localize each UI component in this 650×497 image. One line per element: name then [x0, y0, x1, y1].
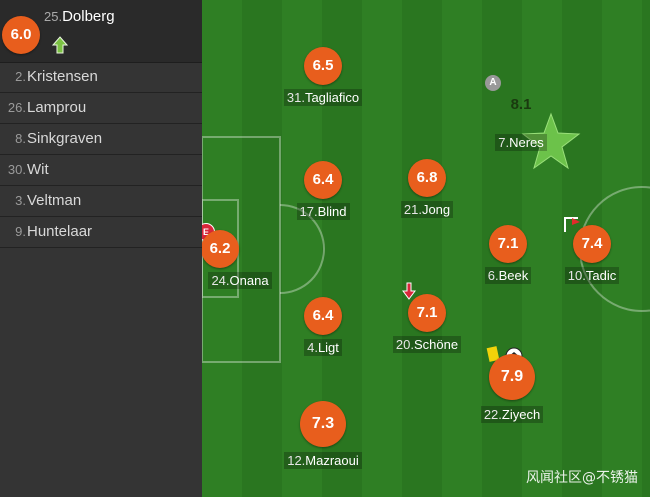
sub-player-name: 25.Dolberg	[44, 8, 115, 25]
shirt-number: 9.	[15, 224, 26, 239]
shirt-number: 4.	[307, 340, 318, 355]
sub-row[interactable]: 30.Wit	[0, 155, 202, 186]
shirt-number: 6.	[487, 268, 499, 283]
player-label: 20.Schöne	[367, 336, 487, 353]
shirt-number: 2.	[15, 69, 26, 84]
shirt-number: 21.	[403, 202, 422, 217]
player-name: Sinkgraven	[27, 130, 103, 147]
sub-in-arrow-icon	[52, 36, 68, 54]
player-name: Ziyech	[501, 407, 541, 422]
player-label: 21.Jong	[367, 201, 487, 218]
rating-badge: 7.4	[573, 225, 611, 263]
rating-badge: 7.3	[300, 401, 346, 447]
player-name: Jong	[421, 202, 451, 217]
rating-badge: 6.8	[408, 159, 446, 197]
shirt-number: 10.	[567, 268, 586, 283]
sub-row[interactable]: 2.Kristensen	[0, 62, 202, 93]
player-name: Schöne	[413, 337, 459, 352]
rating-value: 8.1	[510, 96, 532, 113]
shirt-number: 7.	[498, 135, 510, 150]
player-label: 6.Beek	[448, 267, 568, 284]
captain-badge: A	[485, 75, 501, 91]
player-label: 4.Ligt	[263, 339, 383, 356]
player-name: Mazraoui	[305, 453, 359, 468]
watermark-text: 风闻社区@不锈猫	[526, 470, 638, 486]
corner-flag-icon	[564, 217, 580, 232]
player-name: Beek	[498, 268, 529, 283]
sub-row[interactable]: 3.Veltman	[0, 186, 202, 217]
pitch: 6.5 31.Tagliafico 8.1 A 7.Neres 6.4 17.B…	[202, 0, 650, 497]
player-name: Onana	[229, 273, 269, 288]
featured-sub-row[interactable]: 6.0 25.Dolberg	[0, 0, 202, 63]
player-name: Wit	[27, 161, 49, 178]
shirt-number: 26.	[7, 100, 26, 115]
rating-badge: 7.1	[408, 294, 446, 332]
rating-badge: 6.4	[304, 297, 342, 335]
player-label: 12.Mazraoui	[263, 452, 383, 469]
player-name: Kristensen	[27, 68, 98, 85]
player-name: Neres	[509, 135, 544, 150]
player-label: 22.Ziyech	[452, 406, 572, 423]
player-name: Veltman	[27, 192, 82, 209]
player-name: Lamprou	[27, 99, 87, 116]
rating-badge: 6.2	[202, 230, 239, 268]
star-icon	[521, 112, 581, 170]
sub-row[interactable]: 26.Lamprou	[0, 93, 202, 124]
player-label: 10.Tadic	[532, 267, 650, 284]
player-label: 31.Tagliafico	[263, 89, 383, 106]
shirt-number: 31.	[286, 90, 305, 105]
shirt-number: 20.	[395, 337, 414, 352]
player-name: Tadic	[585, 268, 617, 283]
sub-out-arrow-icon	[402, 282, 416, 300]
rating-badge: 6.5	[304, 47, 342, 85]
shirt-number: 17.	[299, 204, 318, 219]
shirt-number: 12.	[287, 453, 306, 468]
rating-badge: 6.4	[304, 161, 342, 199]
player-label: 7.Neres	[461, 134, 581, 151]
shirt-number: 22.	[483, 407, 502, 422]
shirt-number: 3.	[15, 193, 26, 208]
player-name: Dolberg	[62, 8, 115, 25]
sub-row[interactable]: 8.Sinkgraven	[0, 124, 202, 155]
player-name: Ligt	[317, 340, 339, 355]
player-label: 24.Onana	[202, 272, 300, 289]
player-name: Tagliafico	[304, 90, 360, 105]
shirt-number: 8.	[15, 131, 26, 146]
sub-row[interactable]: 9.Huntelaar	[0, 217, 202, 248]
player-name: Huntelaar	[27, 223, 93, 240]
rating-badge: 7.9	[489, 354, 535, 400]
player-name: Blind	[317, 204, 347, 219]
rating-badge: 6.0	[2, 16, 40, 54]
rating-badge: 7.1	[489, 225, 527, 263]
shirt-number: 24.	[211, 273, 230, 288]
player-label: 17.Blind	[263, 203, 383, 220]
shirt-number: 25.	[44, 9, 63, 24]
bench-panel: 6.0 25.Dolberg 2.Kristensen 26.Lamprou 8…	[0, 0, 202, 497]
shirt-number: 30.	[7, 162, 26, 177]
